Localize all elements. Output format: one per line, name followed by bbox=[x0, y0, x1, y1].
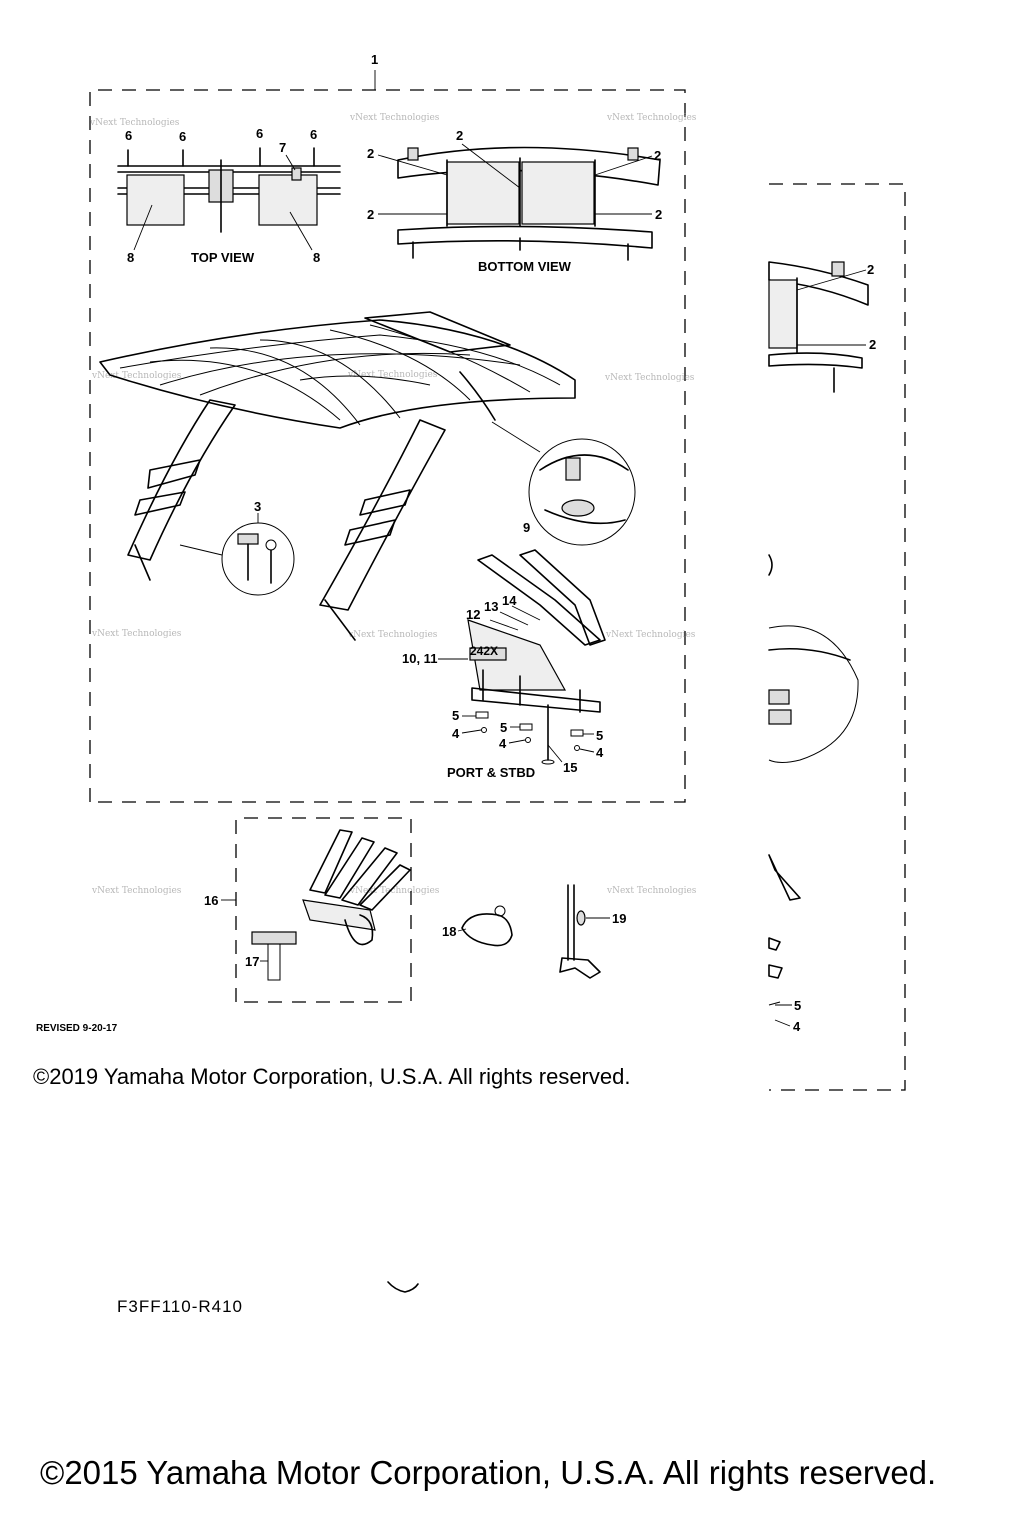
callout-2: 2 bbox=[456, 128, 463, 143]
tower-drawing bbox=[99, 311, 576, 641]
watermark: vNext Technologies bbox=[606, 113, 697, 123]
diagram-code: F3FF110-R410 bbox=[117, 1297, 244, 1316]
bottom-view-label: BOTTOM VIEW bbox=[478, 259, 572, 274]
watermark: vNext Technologies bbox=[91, 371, 182, 381]
watermark: vNext Technologies bbox=[349, 113, 440, 123]
watermark: vNext Technologies bbox=[605, 630, 696, 640]
flag-holder-drawing bbox=[559, 884, 601, 979]
watermark: vNext Technologies bbox=[349, 886, 440, 896]
badge-text: 242X bbox=[470, 644, 498, 658]
callout-9: 9 bbox=[523, 520, 530, 535]
watermark: vNext Technologies bbox=[347, 630, 438, 640]
callout-7: 7 bbox=[279, 140, 286, 155]
assembly-frame bbox=[89, 70, 686, 803]
top-view-label: TOP VIEW bbox=[191, 250, 255, 265]
callout-2: 2 bbox=[367, 207, 374, 222]
callout-5: 5 bbox=[500, 720, 507, 735]
callout-16: 16 bbox=[204, 893, 218, 908]
callout-4: 4 bbox=[596, 745, 604, 760]
watermark: vNext Technologies bbox=[604, 373, 695, 383]
callout-5: 5 bbox=[794, 998, 801, 1013]
watermark: vNext Technologies bbox=[89, 118, 180, 128]
callout-1: 1 bbox=[371, 52, 378, 67]
callout-8: 8 bbox=[313, 250, 320, 265]
callout-19: 19 bbox=[612, 911, 626, 926]
accessory-frame bbox=[221, 817, 412, 1003]
callout-13: 13 bbox=[484, 599, 498, 614]
copyright-2019: ©2019 Yamaha Motor Corporation, U.S.A. A… bbox=[33, 1064, 631, 1089]
callout-2: 2 bbox=[867, 262, 874, 277]
callout-2: 2 bbox=[654, 148, 661, 163]
callout-17: 17 bbox=[245, 954, 259, 969]
callout-2: 2 bbox=[367, 146, 374, 161]
callout-15: 15 bbox=[563, 760, 577, 775]
watermark: vNext Technologies bbox=[606, 886, 697, 896]
callout-4: 4 bbox=[452, 726, 460, 741]
callout-4: 4 bbox=[499, 736, 507, 751]
callout-2: 2 bbox=[869, 337, 876, 352]
callout-14: 14 bbox=[502, 593, 517, 608]
revised-note: REVISED 9-20-17 bbox=[36, 1023, 118, 1034]
watermark: vNext Technologies bbox=[91, 886, 182, 896]
watermarks: vNext Technologies vNext Technologies vN… bbox=[89, 113, 697, 896]
callout-3: 3 bbox=[254, 499, 261, 514]
callout-2: 2 bbox=[655, 207, 662, 222]
copyright-2015: ©2015 Yamaha Motor Corporation, U.S.A. A… bbox=[40, 1454, 937, 1491]
callout-6: 6 bbox=[125, 128, 132, 143]
callout-5: 5 bbox=[596, 728, 603, 743]
mirror-drawing bbox=[461, 905, 513, 947]
cropped-right-panel bbox=[768, 183, 906, 1091]
board-rack-drawing bbox=[251, 829, 411, 981]
watermark: vNext Technologies bbox=[347, 370, 438, 380]
detail-inset-9 bbox=[491, 421, 636, 546]
watermark: vNext Technologies bbox=[91, 629, 182, 639]
bottom-view-drawing bbox=[397, 146, 661, 261]
callout-12: 12 bbox=[466, 607, 480, 622]
callout-6: 6 bbox=[310, 127, 317, 142]
callout-6: 6 bbox=[179, 129, 186, 144]
callout-4: 4 bbox=[793, 1019, 801, 1034]
callout-5: 5 bbox=[452, 708, 459, 723]
stray-part-fragment bbox=[387, 1281, 419, 1293]
callout-8: 8 bbox=[127, 250, 134, 265]
detail-inset-3 bbox=[179, 513, 295, 596]
callout-10-11: 10, 11 bbox=[402, 651, 437, 666]
callout-6: 6 bbox=[256, 126, 263, 141]
port-stbd-label: PORT & STBD bbox=[447, 765, 535, 780]
callout-18: 18 bbox=[442, 924, 456, 939]
top-view-drawing bbox=[117, 147, 341, 233]
